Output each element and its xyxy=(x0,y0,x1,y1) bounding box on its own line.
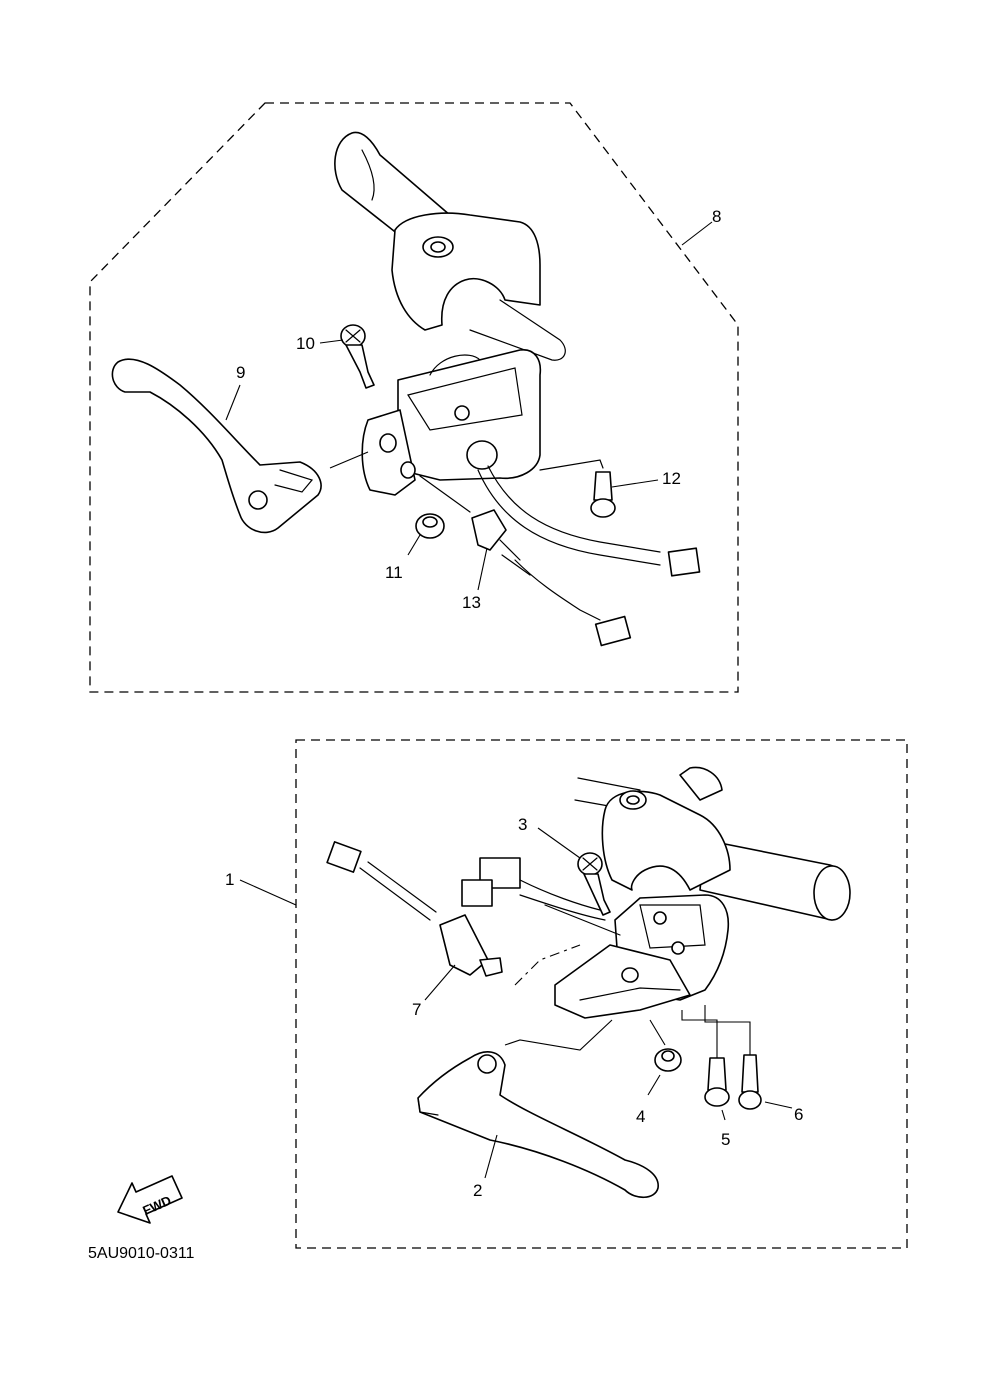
callout-9: 9 xyxy=(236,363,245,382)
connectors-lower xyxy=(461,857,621,936)
locknut-4 xyxy=(654,1048,682,1072)
callout-5: 5 xyxy=(721,1130,730,1149)
callout-12: 12 xyxy=(662,469,681,488)
connector-upper-right xyxy=(667,547,701,577)
clutch-lever-9 xyxy=(111,358,322,534)
callout-7: 7 xyxy=(412,1000,421,1019)
upper-assembly-group xyxy=(89,102,739,693)
callout-10: 10 xyxy=(296,334,315,353)
screw-6 xyxy=(738,1054,762,1110)
callout-3: 3 xyxy=(518,815,527,834)
callout-6: 6 xyxy=(794,1105,803,1124)
upper-assembly-boundary xyxy=(89,102,739,693)
callout-11: 11 xyxy=(385,563,403,582)
pivot-bolt-3 xyxy=(577,852,611,916)
switch-cable-upper xyxy=(477,469,661,566)
callout-13: 13 xyxy=(462,593,481,612)
lower-assembly-group xyxy=(239,739,908,1249)
lever-holder-upper xyxy=(361,349,542,496)
callout-labels: 1 2 3 4 5 6 7 8 9 10 11 12 13 xyxy=(225,207,803,1200)
clutch-switch-13 xyxy=(419,475,632,647)
callout-2: 2 xyxy=(473,1181,482,1200)
clamp-holder-upper xyxy=(391,212,541,331)
lever-holder-lower xyxy=(554,894,730,1019)
screw-12 xyxy=(539,459,616,518)
lower-assembly-boundary xyxy=(295,739,908,1249)
drawing-code: 5AU9010-0311 xyxy=(88,1245,195,1262)
clamp-holder-lower xyxy=(601,766,731,891)
pivot-bolt-10 xyxy=(340,324,375,389)
brake-switch-7 xyxy=(326,841,503,977)
callout-1: 1 xyxy=(225,870,234,889)
brake-lever-2 xyxy=(417,1051,659,1199)
callout-4: 4 xyxy=(636,1107,645,1126)
forward-direction-arrow: FWD xyxy=(117,1175,183,1224)
locknut-11 xyxy=(415,513,445,539)
callout-8: 8 xyxy=(712,207,721,226)
screw-5 xyxy=(704,1057,730,1107)
handlebar-grip-lower xyxy=(574,777,851,921)
